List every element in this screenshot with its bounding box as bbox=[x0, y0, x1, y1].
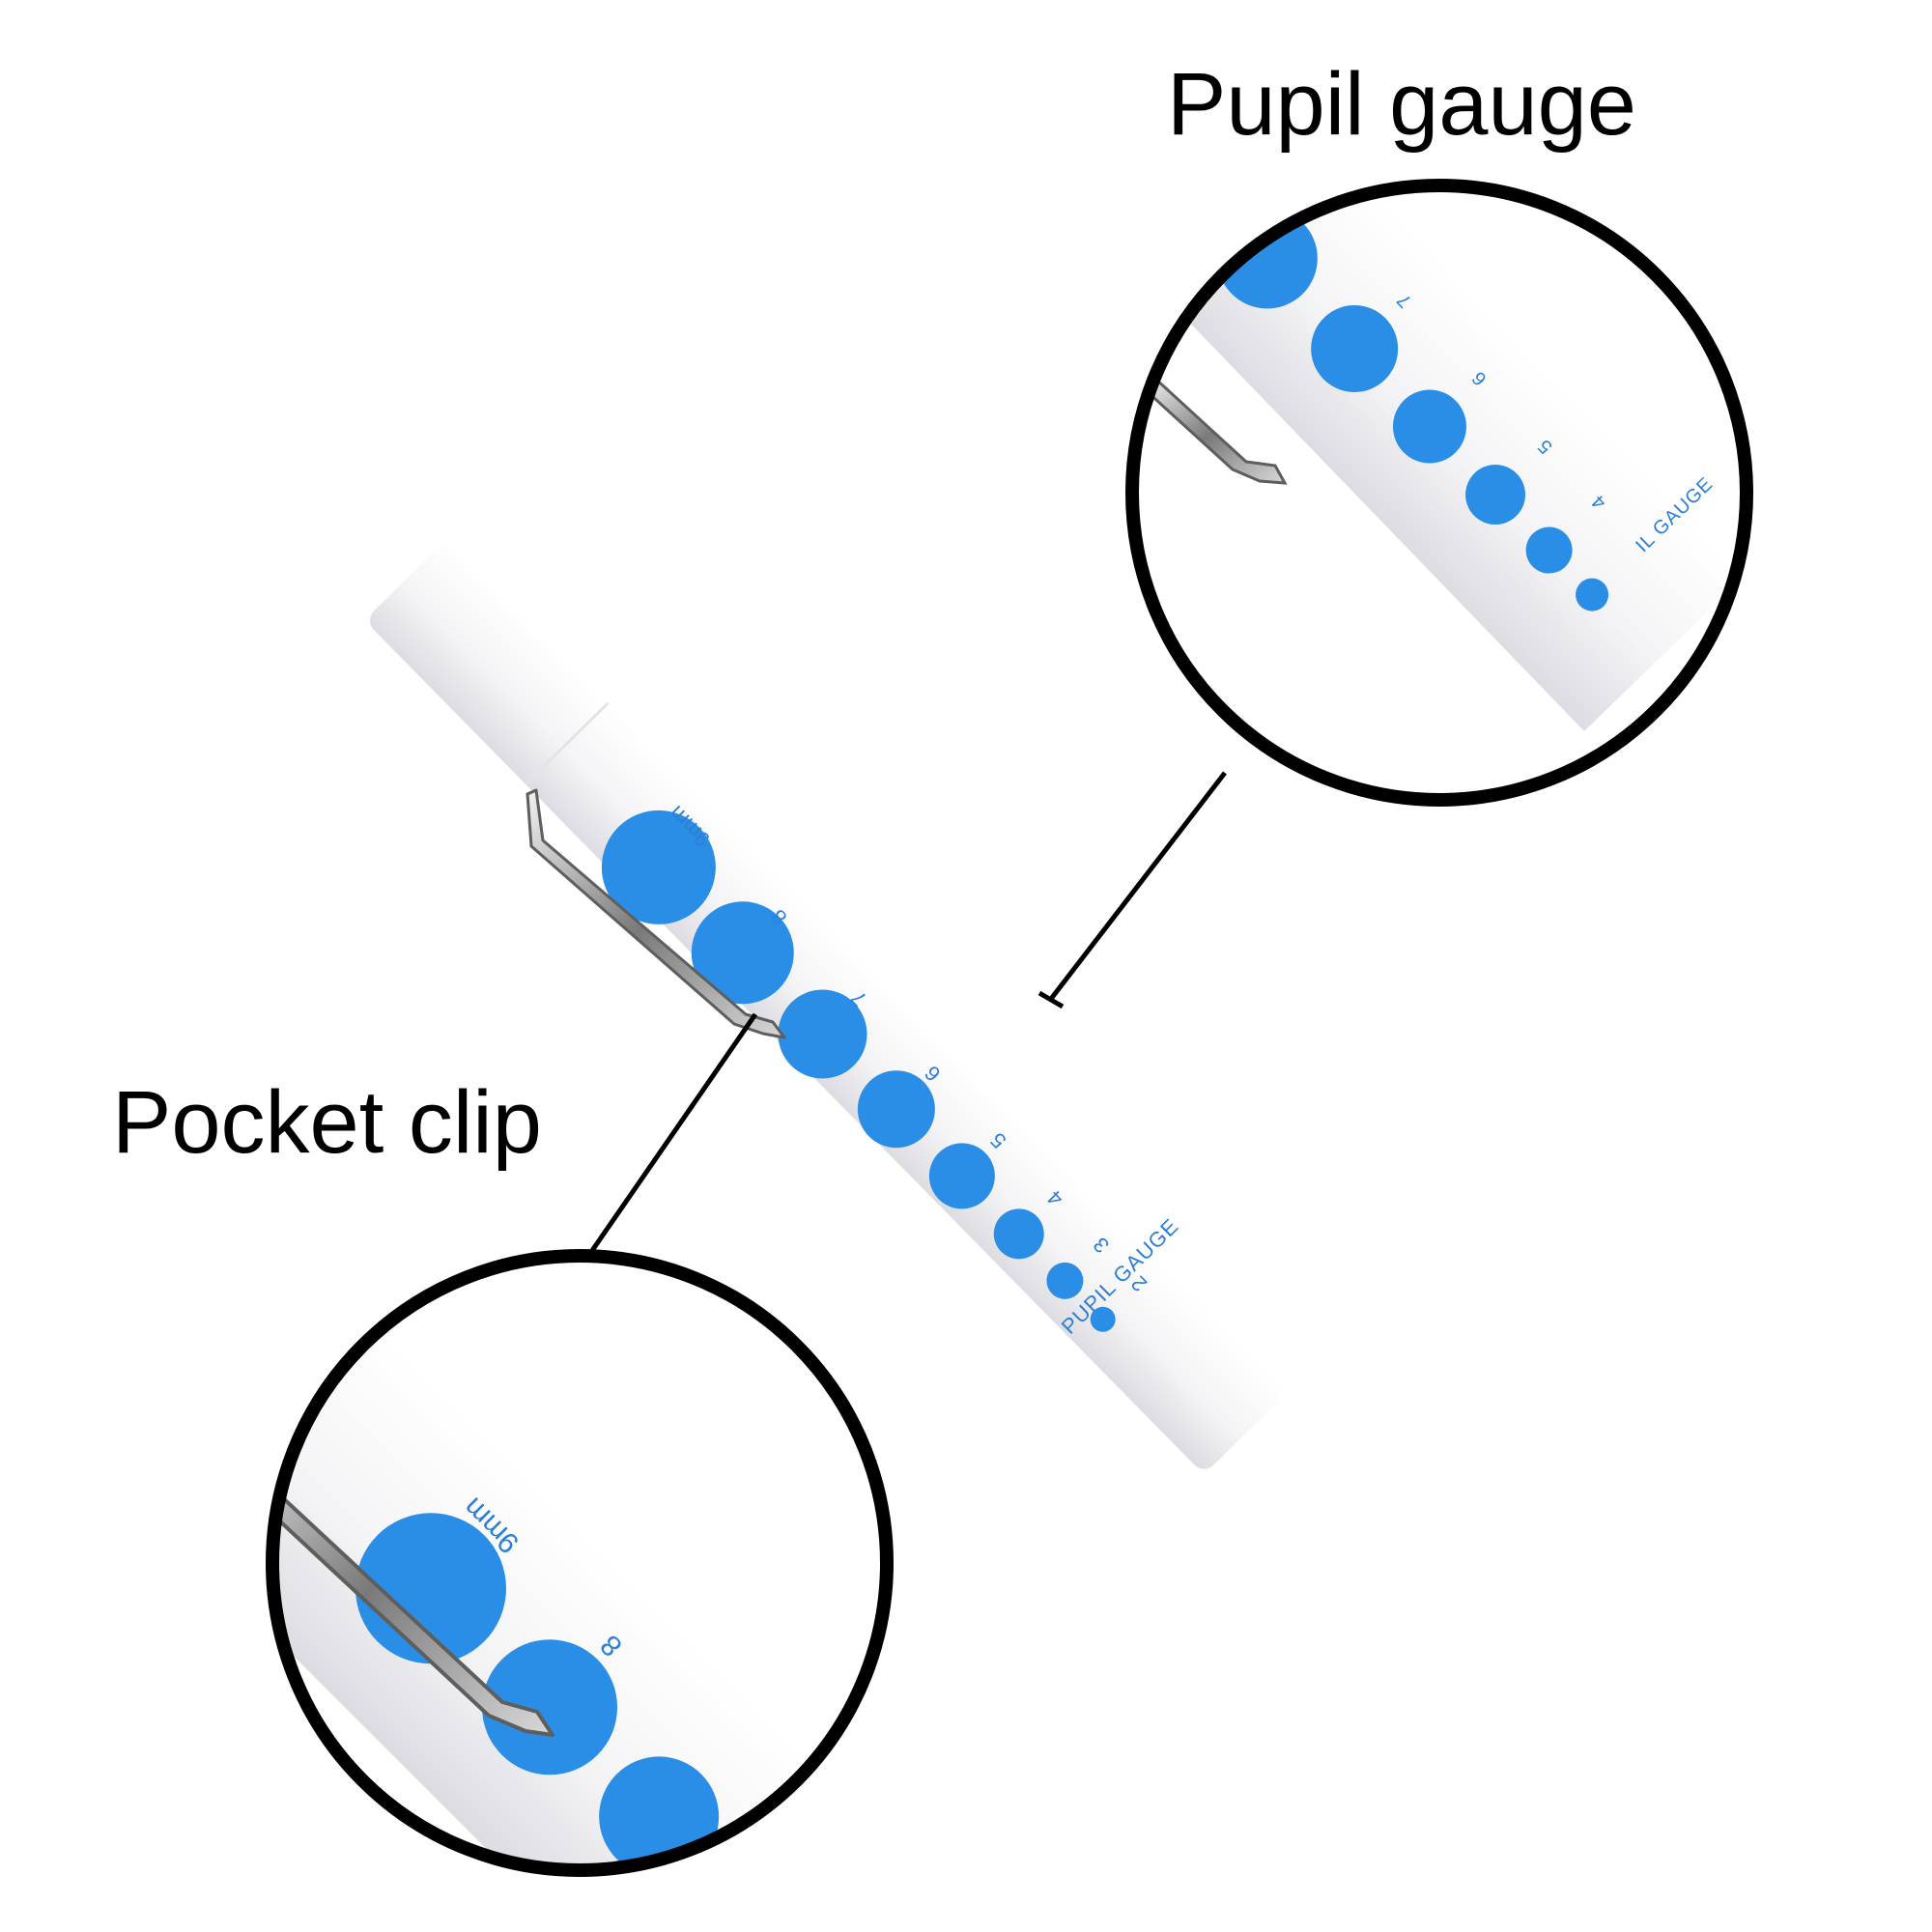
pupil-dot bbox=[691, 901, 794, 1005]
zoom-dot bbox=[1392, 389, 1466, 464]
leader-lines bbox=[588, 771, 1227, 1254]
pupil-dot bbox=[993, 1208, 1044, 1260]
zoom-dot bbox=[1576, 578, 1609, 611]
pocket-clip-label: Pocket clip bbox=[112, 1073, 542, 1172]
pupil-dot bbox=[857, 1070, 935, 1149]
pupil-dot bbox=[1046, 1262, 1084, 1299]
pocket-clip-callout: 9mm 8 bbox=[266, 1249, 894, 1877]
zoom-pocket-clip-tip bbox=[1143, 376, 1288, 485]
pupil-gauge-callout-ring bbox=[1125, 179, 1753, 807]
zoom-dot bbox=[1132, 185, 1223, 211]
pupil-dot bbox=[601, 810, 716, 924]
pocket-clip-callout-ring bbox=[266, 1249, 894, 1877]
cap-seam bbox=[524, 701, 610, 785]
pupil-gauge-label: Pupil gauge bbox=[1167, 55, 1636, 154]
penlight: 9mm 8 7 6 5 4 3 2 PUPIL GAUGE bbox=[370, 544, 1282, 1469]
zoom-dot bbox=[1311, 304, 1399, 392]
zoom-dot bbox=[1465, 465, 1526, 526]
pupil-dot bbox=[778, 989, 867, 1079]
pupil-dot bbox=[928, 1143, 995, 1209]
clip-leader-line bbox=[588, 1012, 758, 1254]
gauge-leader-line bbox=[1049, 771, 1227, 1001]
pupil-gauge-callout: 8 7 6 5 4 IL GAUGE bbox=[1125, 179, 1753, 807]
gauge-leader-tick bbox=[1037, 990, 1065, 1009]
zoom-dot bbox=[1525, 526, 1573, 574]
zoom-pocket-clip bbox=[272, 1393, 554, 1737]
pupil-dot bbox=[1090, 1306, 1116, 1332]
pocket-clip bbox=[526, 788, 786, 1039]
zoom-dot bbox=[482, 1639, 618, 1776]
